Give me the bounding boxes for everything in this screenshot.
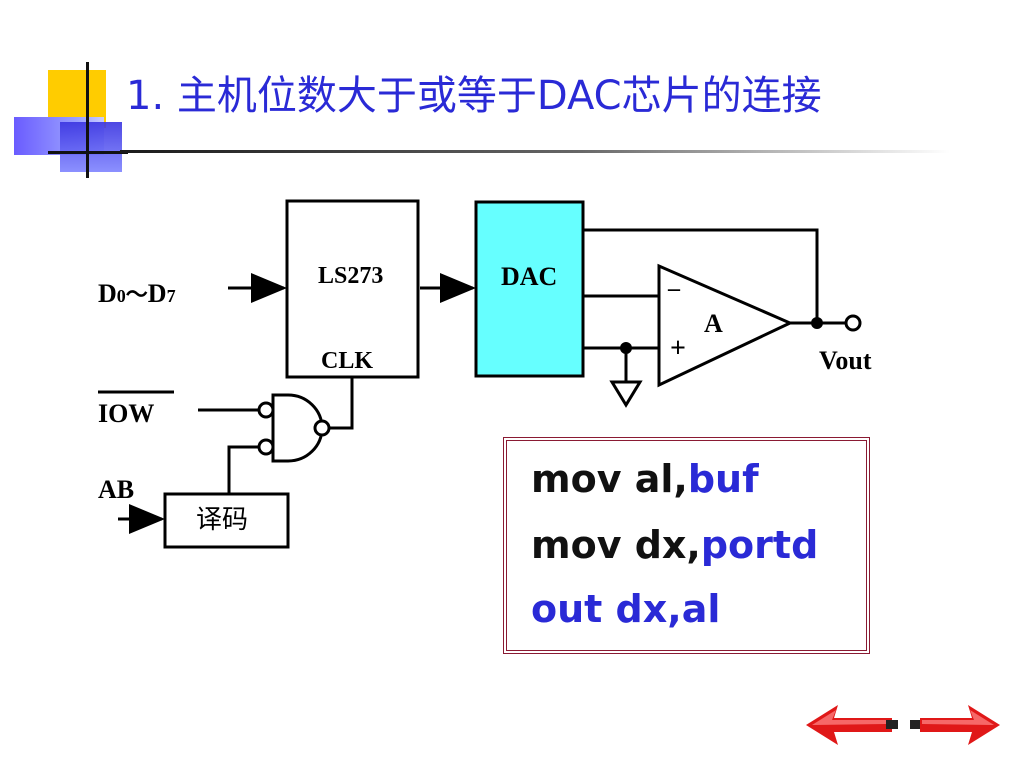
code-line-2-prefix: mov dx, — [531, 523, 701, 567]
code-line-2: mov dx,portd — [531, 523, 818, 567]
arrow-right-icon — [910, 705, 1000, 745]
code-line-1: mov al,buf — [531, 457, 759, 501]
code-line-1-prefix: mov al, — [531, 457, 688, 501]
next-button[interactable] — [908, 700, 1002, 750]
corner-decoration-horizontal-line — [48, 151, 128, 154]
data-bus-label: D0～D7 — [98, 279, 176, 308]
decoder-to-nand-wire — [227, 445, 259, 494]
code-box: mov al,buf mov dx,portd out dx,al — [503, 437, 870, 654]
code-line-2-operand: portd — [700, 523, 819, 567]
latch-clk-label: CLK — [321, 348, 373, 374]
arrow-left-icon — [806, 705, 898, 745]
latch-label: LS273 — [318, 263, 383, 289]
nand-to-clk-wire — [329, 378, 354, 430]
nand-input-bubble-2 — [257, 438, 275, 456]
op-amp-plus: + — [670, 333, 686, 364]
op-amp-minus: – — [667, 276, 681, 302]
output-terminal — [844, 314, 862, 332]
op-amp-label: A — [704, 309, 723, 338]
op-amp-triangle — [657, 263, 794, 388]
nand-input-bubble-1 — [257, 401, 275, 419]
ground-symbol — [609, 380, 643, 408]
code-line-3: out dx,al — [531, 587, 721, 631]
dac-box — [474, 200, 585, 378]
output-label: Vout — [819, 346, 872, 375]
title-underline — [120, 150, 950, 153]
slide-title: 1. 主机位数大于或等于DAC芯片的连接 — [126, 73, 822, 119]
latch-ls273-box — [285, 199, 420, 379]
output-junction-dot — [811, 317, 823, 329]
corner-decoration-blue-square — [60, 122, 122, 172]
decoder-label: 译码 — [196, 505, 248, 535]
nand-output-bubble — [313, 419, 331, 437]
code-line-1-operand: buf — [687, 457, 759, 501]
feedback-wire — [584, 228, 819, 323]
dac-label: DAC — [501, 262, 557, 291]
iow-label: IOW — [98, 399, 154, 428]
ab-label: AB — [98, 475, 134, 504]
prev-button[interactable] — [804, 700, 900, 750]
corner-decoration-vertical-line — [86, 62, 89, 178]
decoder-box — [163, 492, 290, 549]
